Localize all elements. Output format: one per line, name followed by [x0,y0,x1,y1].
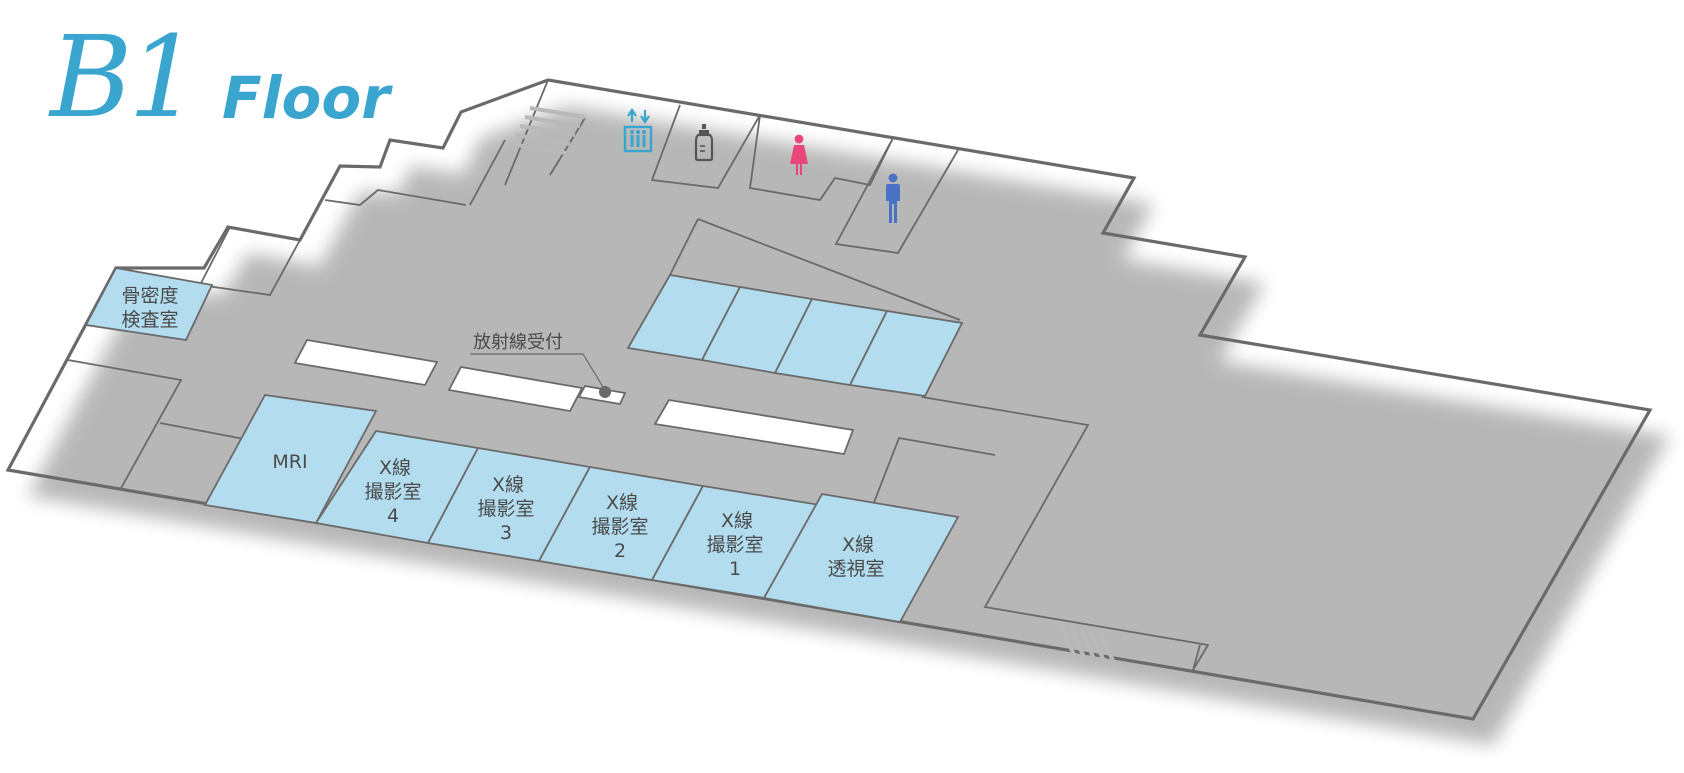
bone-density-label-2: 検査室 [121,309,178,331]
male-restroom-icon[interactable] [886,173,900,223]
callout-leader [582,353,607,393]
xray1-label-2: 撮影室 [706,534,763,556]
counter-3 [653,399,855,456]
xray3-label-2: 撮影室 [477,498,534,520]
xray1-label-1: X線 [721,510,753,532]
counter-1 [293,339,439,386]
reception-label: 放射線受付 [473,332,563,353]
xray3-label-3: 3 [500,522,512,544]
xray4-label-3: 4 [387,505,399,527]
floor-shadow [28,106,1670,745]
reception-callout[interactable]: 放射線受付 [470,332,611,398]
stairs-icon [510,106,586,155]
xray4-label-2: 撮影室 [364,481,421,503]
room-upper-4[interactable] [848,310,964,397]
bone-density-label-1: 骨密度 [121,285,178,307]
xray2-label-2: 撮影室 [591,516,648,538]
interior-walls [67,79,1210,671]
counter-2 [447,366,584,412]
room-fluoroscopy[interactable] [762,493,960,623]
room-bone-density[interactable] [84,266,214,341]
reception-marker [599,386,611,398]
title-floor: Floor [222,64,393,132]
female-restroom-icon[interactable] [790,134,808,175]
baby-bottle-icon[interactable] [694,124,714,162]
xray2-label-1: X線 [606,492,638,514]
fluoro-label-2: 透視室 [827,558,884,580]
room-group-upper [626,274,964,397]
stairs-icon-lower [1059,625,1116,664]
xray3-label-1: X線 [492,474,524,496]
elevator-icon[interactable] [623,108,653,153]
counters [293,339,855,456]
floor-title: B1 Floor [48,13,393,143]
fluoro-label-1: X線 [842,534,874,556]
xray4-label-1: X線 [379,457,411,479]
xray1-label-3: 1 [729,558,741,580]
mri-label: MRI [272,451,307,473]
room-labels: 骨密度 検査室 MRI X線 撮影室 4 X線 撮影室 3 X線 撮影室 2 X… [121,285,884,580]
floor-outline [5,78,1653,721]
title-b1: B1 [48,13,196,143]
xray2-label-3: 2 [614,540,626,562]
